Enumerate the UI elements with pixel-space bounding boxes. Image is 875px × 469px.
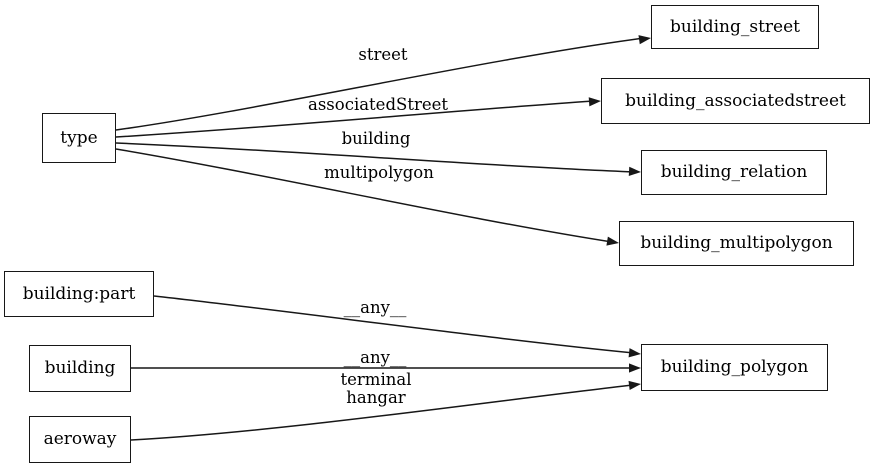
graph-node-label: building:part — [22, 283, 136, 304]
edge-label-line: terminal — [340, 370, 412, 389]
edge-label-building-any: __any__ — [344, 349, 407, 367]
graph-node-building_part[interactable]: building:part — [4, 271, 154, 317]
edge-arrowhead — [606, 236, 619, 246]
graph-node-label: building_street — [670, 16, 800, 37]
graph-node-label: building — [44, 358, 116, 378]
edge-label-type-multipolygon: multipolygon — [324, 164, 434, 182]
edge-label-buildingpart-any: __any__ — [344, 299, 407, 317]
edge-label-line: hangar — [346, 388, 406, 407]
edge-arrowhead — [628, 380, 641, 391]
graph-node-aeroway[interactable]: aeroway — [29, 416, 131, 463]
edge-label-type-associatedstreet: associatedStreet — [308, 96, 448, 114]
graph-node-building_associatedstreet[interactable]: building_associatedstreet — [601, 78, 870, 124]
edge-arrowhead — [638, 35, 651, 45]
edge-label-type-street: street — [358, 46, 407, 64]
graph-node-label: type — [60, 127, 98, 148]
graph-node-label: building_polygon — [660, 357, 809, 377]
graph-node-building_multipolygon[interactable]: building_multipolygon — [619, 221, 854, 266]
graph-node-building_street[interactable]: building_street — [651, 5, 819, 49]
edge-label-line: __any__ — [343, 298, 407, 317]
graph-node-label: building_associatedstreet — [625, 90, 846, 111]
graph-node-label: building_multipolygon — [640, 233, 833, 253]
graph-node-label: aeroway — [43, 429, 117, 449]
edge-arrowhead — [628, 166, 641, 176]
graph-node-building_relation[interactable]: building_relation — [641, 150, 827, 195]
edge-label-line: building — [341, 129, 411, 148]
graph-node-label: building_relation — [660, 162, 808, 182]
edge-label-type-building: building — [342, 130, 411, 148]
graph-node-building_polygon[interactable]: building_polygon — [641, 344, 828, 391]
graph-node-building[interactable]: building — [29, 345, 131, 392]
edge-label-line: multipolygon — [324, 163, 434, 182]
edge-arrowhead — [628, 348, 641, 358]
edge-label-line: __any__ — [343, 348, 407, 367]
edge-arrowhead — [588, 97, 601, 107]
graph-node-type[interactable]: type — [42, 113, 116, 163]
edge-label-line: street — [358, 45, 408, 64]
edge-arrowhead — [629, 363, 641, 373]
edge-label-line: associatedStreet — [307, 95, 449, 114]
